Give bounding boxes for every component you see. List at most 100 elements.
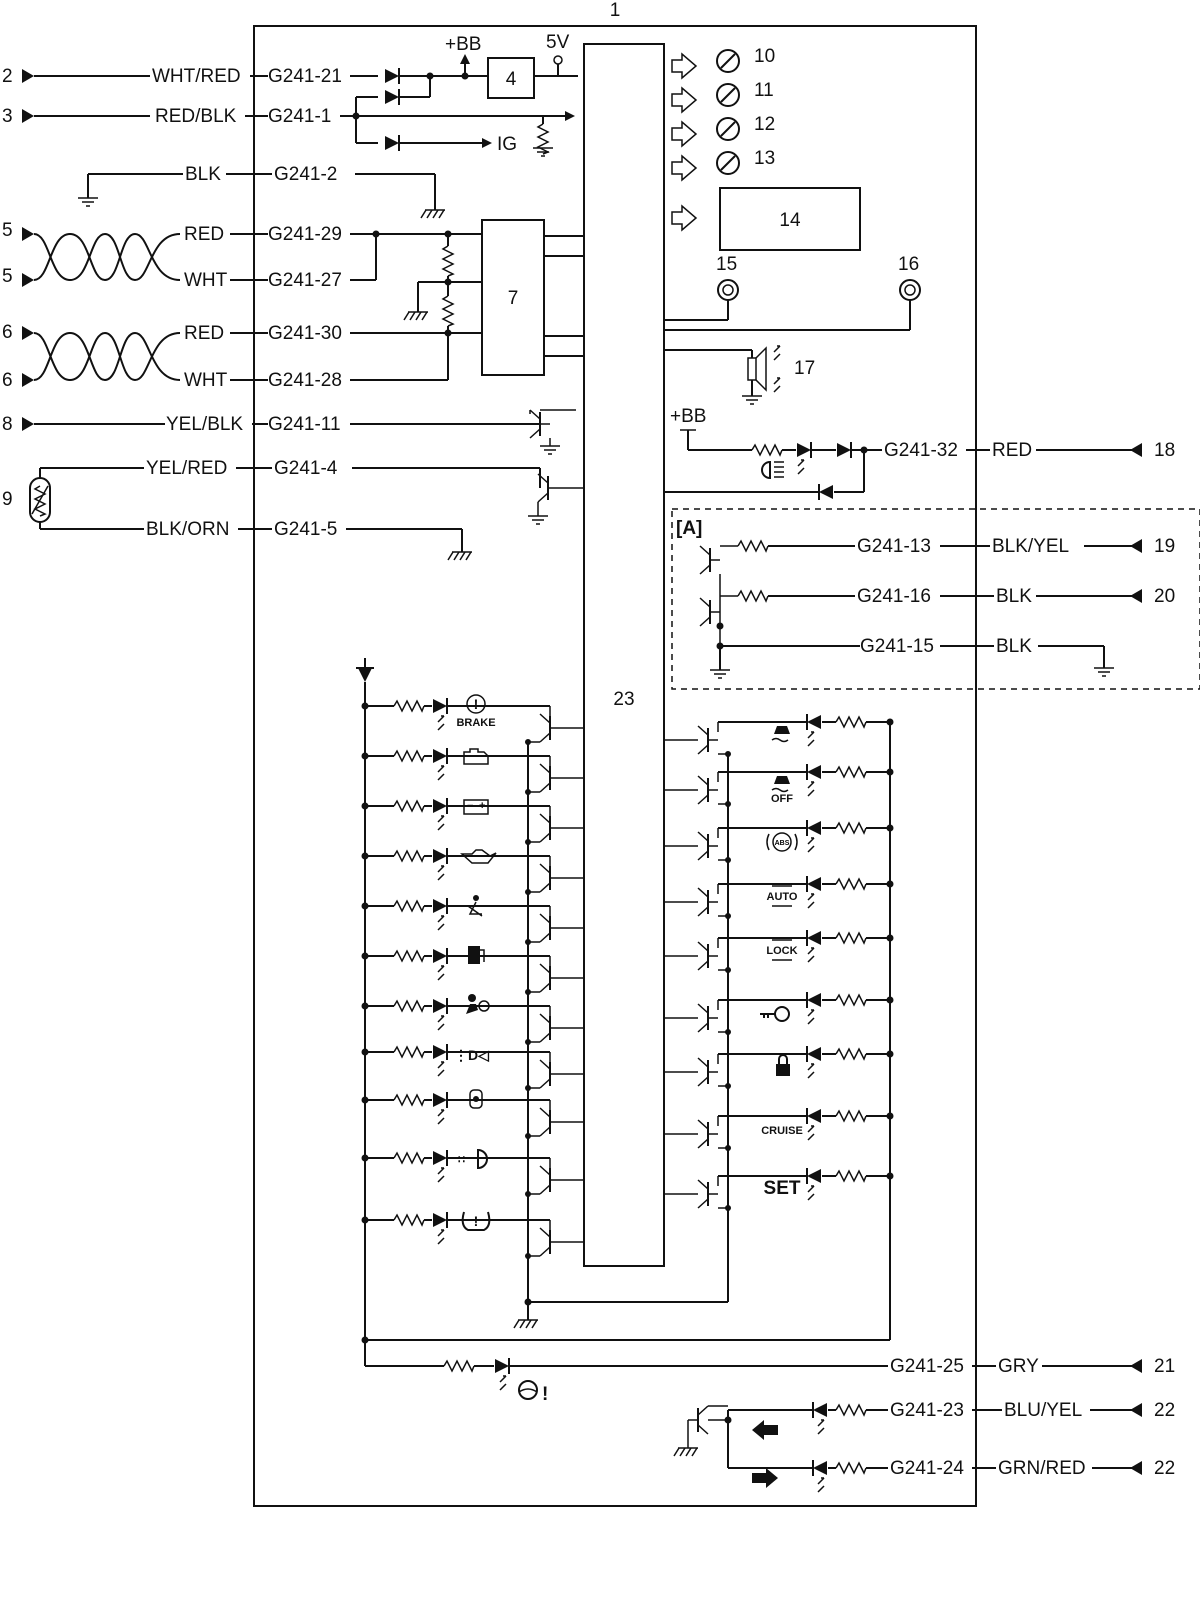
indicator-16-label: 16: [898, 254, 919, 275]
conn-num-5a: 5: [2, 220, 13, 241]
svg-text:!: !: [542, 1384, 548, 1405]
pin-g241-32: G241-32: [884, 440, 958, 461]
pin-g241-2: G241-2: [274, 164, 337, 185]
left-warning-lamps: ! BRAKE −+ ⋮D◁ ∷!: [356, 658, 728, 1340]
pin-g241-30: G241-30: [268, 323, 342, 344]
indicator-lamp-row: [664, 1045, 894, 1089]
warning-lamp-row: [361, 747, 584, 795]
4wd-lock-icon: LOCK: [766, 939, 798, 961]
ig-label: IG: [497, 134, 517, 155]
conn-num-8: 8: [2, 414, 13, 435]
stability-off-icon: OFF: [771, 776, 793, 805]
gauge-10-label: 10: [754, 46, 775, 67]
gauge-11-label: 11: [754, 80, 774, 101]
warning-lamp-row: [361, 1089, 584, 1139]
wire-color-8: YEL/BLK: [166, 414, 243, 435]
fuel-icon: [468, 946, 485, 964]
warning-lamp-row: ! BRAKE: [361, 694, 584, 745]
high-beam-icon: ∷: [458, 1148, 488, 1170]
set-icon-label: SET: [764, 1178, 801, 1199]
gauge-13-label: 13: [754, 148, 775, 169]
conn-num-6b: 6: [2, 370, 13, 391]
warning-lamp-row: !: [361, 1211, 584, 1259]
pin-g241-13: G241-13: [857, 536, 931, 557]
battery-icon: −+: [463, 799, 489, 815]
conn-num-19: 19: [1154, 536, 1175, 557]
wire-color-blk-g241-2: BLK: [185, 164, 221, 185]
wire-color-6-wht: WHT: [184, 370, 228, 391]
pin-g241-28: G241-28: [268, 370, 342, 391]
seatbelt-icon: [467, 895, 483, 917]
warning-lamp-row: [361, 847, 584, 895]
conn-num-5b: 5: [2, 266, 13, 287]
can-transceiver-7: [481, 219, 545, 376]
gauge-11: 11: [671, 80, 774, 114]
indicator-lamp-row: SET: [664, 1167, 894, 1211]
wire-color-blk-g241-15: BLK: [996, 636, 1032, 657]
regulator-label: 4: [506, 69, 517, 90]
warning-lamp-row: [361, 994, 584, 1045]
transceiver-label: 7: [508, 288, 519, 309]
brake-warning-icon: ! BRAKE: [456, 694, 496, 729]
oil-pressure-icon: [460, 849, 497, 864]
wire-color-blk-orn: BLK/ORN: [146, 519, 229, 540]
svg-text:⋮D◁: ⋮D◁: [454, 1047, 489, 1063]
pin-g241-16: G241-16: [857, 586, 931, 607]
tire-pressure-icon: !: [461, 1211, 491, 1231]
cruise-icon: CRUISE: [761, 1125, 803, 1137]
warning-lamp-row: [361, 895, 584, 945]
conn-num-21: 21: [1154, 1356, 1175, 1377]
lcd-display-14: [719, 187, 861, 251]
position-lamp-icon: ⋮D◁: [454, 1047, 489, 1063]
svg-text:+: +: [479, 800, 485, 812]
indicator-lamp-row: ABS: [664, 819, 894, 863]
wire-color-5-wht: WHT: [184, 270, 228, 291]
abs-icon-label: ABS: [775, 840, 790, 847]
indicator-15-label: 15: [716, 254, 737, 275]
pin-g241-25: G241-25: [890, 1356, 964, 1377]
wire-color-2: WHT/RED: [152, 66, 241, 87]
indicator-lamp-row: LOCK: [664, 929, 894, 973]
indicator-lamp-row: [664, 991, 894, 1035]
pin-g241-15: G241-15: [860, 636, 934, 657]
door-ajar-icon: [469, 1089, 483, 1109]
svg-text:−: −: [467, 800, 473, 812]
wire-color-3: RED/BLK: [155, 106, 237, 127]
warning-lamp-row: ∷: [361, 1148, 584, 1197]
svg-text:∷: ∷: [458, 1154, 465, 1166]
svg-text:!: !: [474, 696, 479, 712]
wire-color-6-red: RED: [184, 323, 224, 344]
warning-lamp-row: −+: [361, 797, 584, 845]
airbag-icon: [466, 994, 490, 1014]
lcd-label: 14: [779, 210, 801, 231]
indicator-lamp-row: AUTO: [664, 875, 894, 919]
security-lock-icon: [776, 1054, 790, 1076]
check-engine-icon: [463, 748, 489, 765]
stability-off-icon-label: OFF: [771, 793, 793, 805]
gauge-12-label: 12: [754, 114, 775, 135]
conn-num-18: 18: [1154, 440, 1175, 461]
wire-color-19: BLK/YEL: [992, 536, 1069, 557]
bb-label: +BB: [445, 34, 481, 55]
wire-color-5-red: RED: [184, 224, 224, 245]
indicator-15: [717, 279, 739, 301]
indicator-lamp-row: OFF: [664, 763, 894, 807]
combination-meter-housing: [253, 25, 977, 1507]
pin-g241-23: G241-23: [890, 1400, 964, 1421]
pin-g241-5: G241-5: [274, 519, 337, 540]
bb2-label: +BB: [670, 406, 706, 427]
stability-control-icon: [771, 726, 790, 743]
gauge-10: 10: [671, 46, 775, 80]
buzzer-label: 17: [794, 358, 815, 379]
conn-num-3: 3: [2, 106, 13, 127]
indicator-lamp-row: [664, 713, 894, 757]
cpu-block: [583, 43, 665, 1267]
v5-label: 5V: [546, 32, 570, 53]
brake-label: BRAKE: [456, 717, 495, 729]
wire-color-22b: GRN/RED: [998, 1458, 1086, 1479]
right-indicator-lamps: OFF ABS AUTO LOCK CRUISE SET: [361, 713, 894, 1344]
steering-warning-icon: !: [518, 1380, 548, 1405]
gauge-outputs: 10 11 12 13: [671, 46, 775, 182]
4wd-auto-icon-label: AUTO: [767, 891, 798, 903]
